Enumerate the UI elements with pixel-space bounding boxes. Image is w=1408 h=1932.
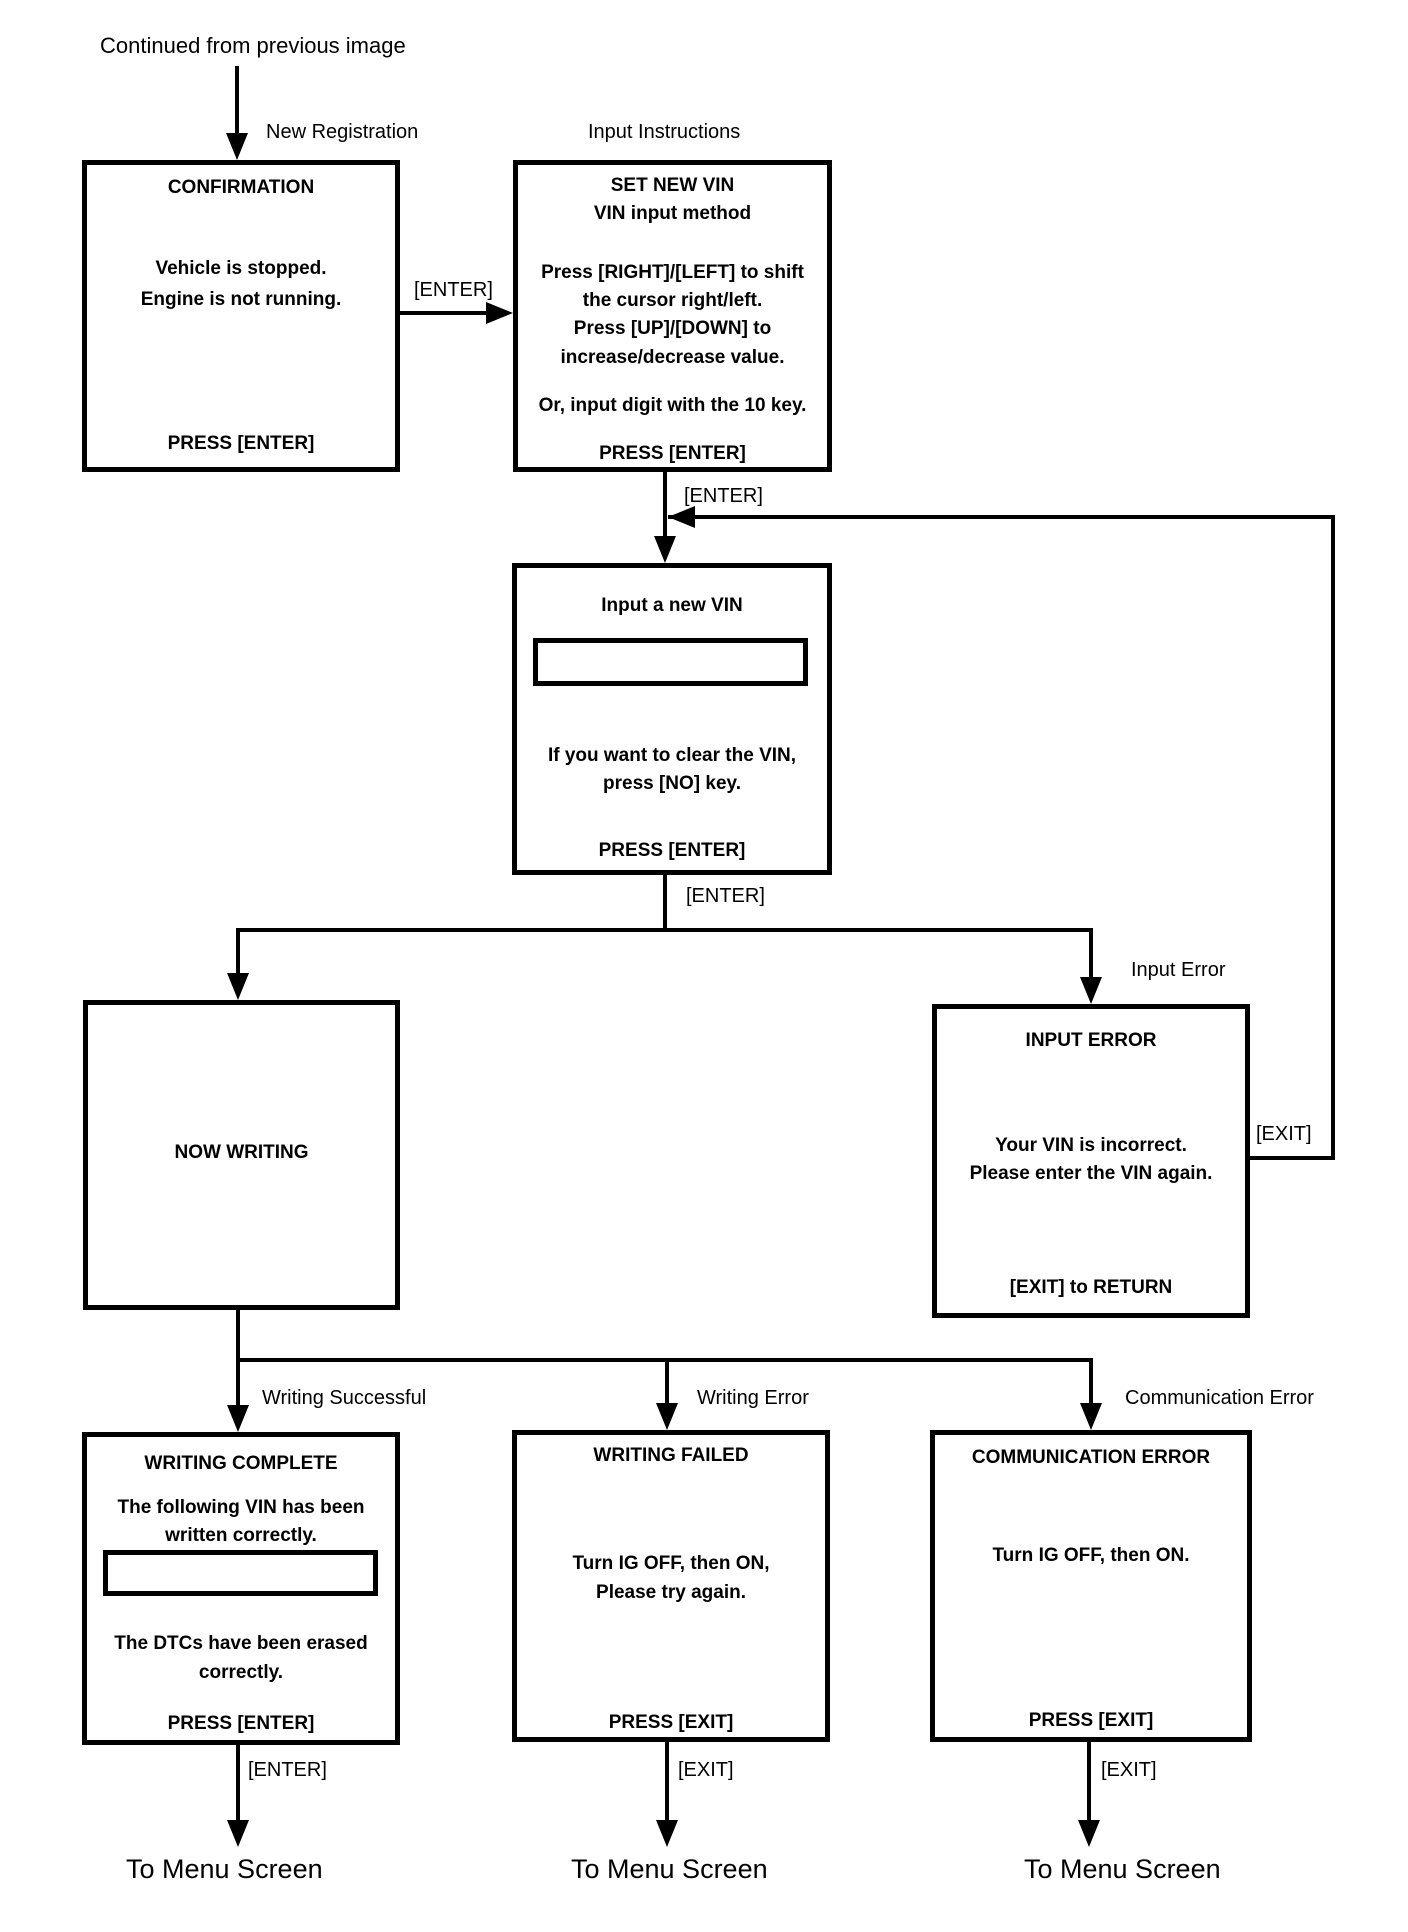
arrow-down-into-writingcomplete-icon <box>227 1405 249 1432</box>
continued-from-previous-label: Continued from previous image <box>100 33 406 58</box>
node-writing-complete: WRITING COMPLETE The following VIN has b… <box>82 1432 400 1745</box>
arrow-right-into-instructions-icon <box>486 302 513 324</box>
node-communication-error-body-1: Turn IG OFF, then ON. <box>992 1545 1190 1566</box>
node-input-instructions-body-1: Press [RIGHT]/[LEFT] to shift <box>541 262 804 283</box>
node-input-instructions-body-5: Or, input digit with the 10 key. <box>538 395 807 416</box>
connector-entry-vertical <box>235 66 239 136</box>
node-now-writing-title: NOW WRITING <box>174 1142 309 1163</box>
connector-split2-mid-vertical <box>665 1360 669 1406</box>
communication-error-branch-label: Communication Error <box>1125 1387 1314 1409</box>
writing-error-branch-label: Writing Error <box>697 1387 809 1409</box>
connector-bottom-mid-vertical <box>665 1742 669 1821</box>
node-writing-complete-body-2: written correctly. <box>165 1525 317 1546</box>
node-writing-failed-body-1: Turn IG OFF, then ON, <box>572 1553 770 1574</box>
node-writing-complete-body-1: The following VIN has been <box>117 1497 365 1518</box>
node-input-instructions-body-3: Press [UP]/[DOWN] to <box>573 318 772 339</box>
vin-input-field <box>533 638 808 686</box>
to-menu-screen-label-3: To Menu Screen <box>1024 1854 1221 1884</box>
exit-label-bottom-right: [EXIT] <box>1101 1759 1157 1781</box>
arrow-down-into-communicationerror-icon <box>1080 1403 1102 1430</box>
arrow-down-to-menu-2-icon <box>656 1820 678 1847</box>
connector-instructions-to-inputvin <box>663 472 667 540</box>
enter-label-bottom: [ENTER] <box>248 1759 327 1781</box>
enter-label-1: [ENTER] <box>414 279 493 301</box>
node-writing-failed-title: WRITING FAILED <box>593 1445 749 1466</box>
new-registration-label: New Registration <box>266 121 419 143</box>
node-writing-failed-footer: PRESS [EXIT] <box>608 1712 734 1733</box>
connector-bottom-right-vertical <box>1087 1742 1091 1821</box>
node-communication-error-title: COMMUNICATION ERROR <box>971 1447 1211 1468</box>
to-menu-screen-label-2: To Menu Screen <box>571 1854 768 1884</box>
node-communication-error-footer: PRESS [EXIT] <box>1028 1710 1154 1731</box>
connector-inputvin-to-split <box>663 875 667 932</box>
node-confirmation-footer: PRESS [ENTER] <box>167 433 315 454</box>
node-writing-complete-title: WRITING COMPLETE <box>144 1453 338 1474</box>
node-input-error-body-1: Your VIN is incorrect. <box>995 1135 1187 1156</box>
writing-successful-branch-label: Writing Successful <box>262 1387 427 1409</box>
enter-label-3: [ENTER] <box>686 885 765 907</box>
node-input-error-title: INPUT ERROR <box>1025 1030 1157 1051</box>
vin-written-field <box>103 1550 378 1596</box>
arrow-down-to-menu-1-icon <box>227 1820 249 1847</box>
node-input-vin-body-1: If you want to clear the VIN, <box>547 745 797 766</box>
connector-split2-horizontal <box>236 1358 1093 1362</box>
exit-label-bottom-mid: [EXIT] <box>678 1759 734 1781</box>
node-writing-complete-body-4: correctly. <box>198 1662 284 1683</box>
arrow-down-into-inputerror-icon <box>1080 977 1102 1004</box>
arrow-left-loop-merge-icon <box>668 506 695 528</box>
node-writing-failed: WRITING FAILED Turn IG OFF, then ON, Ple… <box>512 1430 830 1742</box>
node-input-error-body-2: Please enter the VIN again. <box>969 1163 1213 1184</box>
node-input-instructions-footer: PRESS [ENTER] <box>599 443 746 464</box>
node-input-instructions: SET NEW VIN VIN input method Press [RIGH… <box>513 160 832 472</box>
enter-label-2: [ENTER] <box>684 485 763 507</box>
node-confirmation-body-2: Engine is not running. <box>140 289 342 310</box>
arrow-down-into-nowwriting-icon <box>227 973 249 1000</box>
node-input-instructions-title-1: SET NEW VIN <box>610 175 735 196</box>
connector-bottom-left-vertical <box>236 1745 240 1821</box>
node-input-error: INPUT ERROR Your VIN is incorrect. Pleas… <box>932 1004 1250 1318</box>
arrow-down-into-confirmation-icon <box>226 133 248 160</box>
exit-loop-label: [EXIT] <box>1256 1123 1312 1145</box>
connector-split2-right-vertical <box>1089 1360 1093 1406</box>
connector-loop-top-horizontal <box>668 515 1335 519</box>
connector-split2-left-vertical <box>236 1360 240 1408</box>
arrow-down-into-writingfailed-icon <box>656 1403 678 1430</box>
node-input-instructions-body-2: the cursor right/left. <box>582 290 763 311</box>
connector-nowwriting-to-split <box>236 1310 240 1362</box>
input-error-branch-label: Input Error <box>1131 959 1226 981</box>
node-communication-error: COMMUNICATION ERROR Turn IG OFF, then ON… <box>930 1430 1252 1742</box>
arrow-down-to-menu-3-icon <box>1078 1820 1100 1847</box>
node-input-vin-footer: PRESS [ENTER] <box>598 840 746 861</box>
node-input-instructions-body-4: increase/decrease value. <box>560 347 785 368</box>
input-instructions-label: Input Instructions <box>588 121 741 143</box>
connector-split1-right-vertical <box>1089 930 1093 980</box>
node-writing-complete-footer: PRESS [ENTER] <box>167 1713 315 1734</box>
arrow-down-into-inputvin-icon <box>654 536 676 563</box>
node-input-instructions-title-2: VIN input method <box>593 203 752 224</box>
node-writing-complete-body-3: The DTCs have been erased <box>114 1633 368 1654</box>
connector-loop-right-vertical <box>1331 515 1335 1160</box>
connector-confirmation-to-instructions <box>400 311 488 315</box>
to-menu-screen-label-1: To Menu Screen <box>126 1854 323 1884</box>
node-input-vin: Input a new VIN If you want to clear the… <box>512 563 832 875</box>
node-confirmation-body-1: Vehicle is stopped. <box>155 258 327 279</box>
node-now-writing: NOW WRITING <box>83 1000 400 1310</box>
node-input-vin-title: Input a new VIN <box>601 595 743 616</box>
connector-loop-bottom-horizontal <box>1250 1156 1335 1160</box>
node-input-error-footer: [EXIT] to RETURN <box>1009 1277 1173 1298</box>
connector-split1-horizontal <box>236 928 1093 932</box>
connector-split1-left-vertical <box>236 930 240 976</box>
node-writing-failed-body-2: Please try again. <box>596 1582 746 1603</box>
node-confirmation-title: CONFIRMATION <box>167 177 315 198</box>
node-input-vin-body-2: press [NO] key. <box>603 773 741 794</box>
node-confirmation: CONFIRMATION Vehicle is stopped. Engine … <box>82 160 400 472</box>
